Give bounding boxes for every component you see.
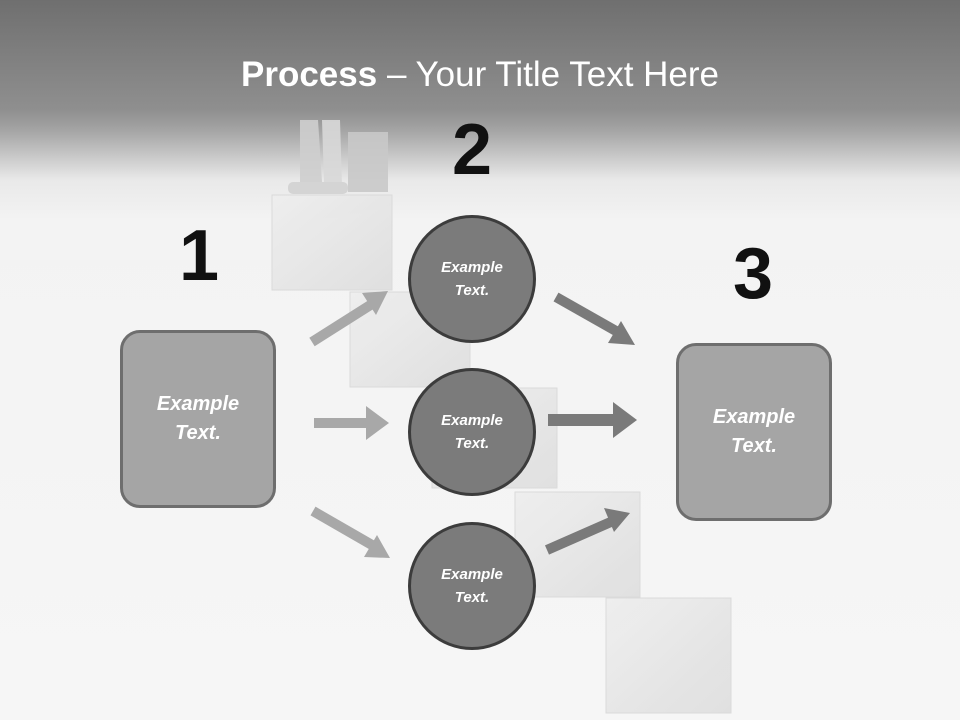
arrow-1-to-bottom [310, 506, 390, 558]
step-number-3: 3 [732, 234, 774, 314]
arrow-bottom-to-3 [544, 508, 630, 555]
title-bold: Process [241, 55, 378, 94]
step-number-2: 2 [451, 110, 493, 190]
arrow-top-to-3 [553, 292, 635, 345]
arrow-middle-to-3 [548, 402, 637, 438]
title-rest: – Your Title Text Here [377, 55, 719, 94]
step-number-1: 1 [178, 216, 220, 296]
arrow-1-to-top [309, 291, 388, 347]
slide-title: Process – Your Title Text Here [0, 52, 960, 98]
arrow-1-to-middle [314, 406, 389, 440]
